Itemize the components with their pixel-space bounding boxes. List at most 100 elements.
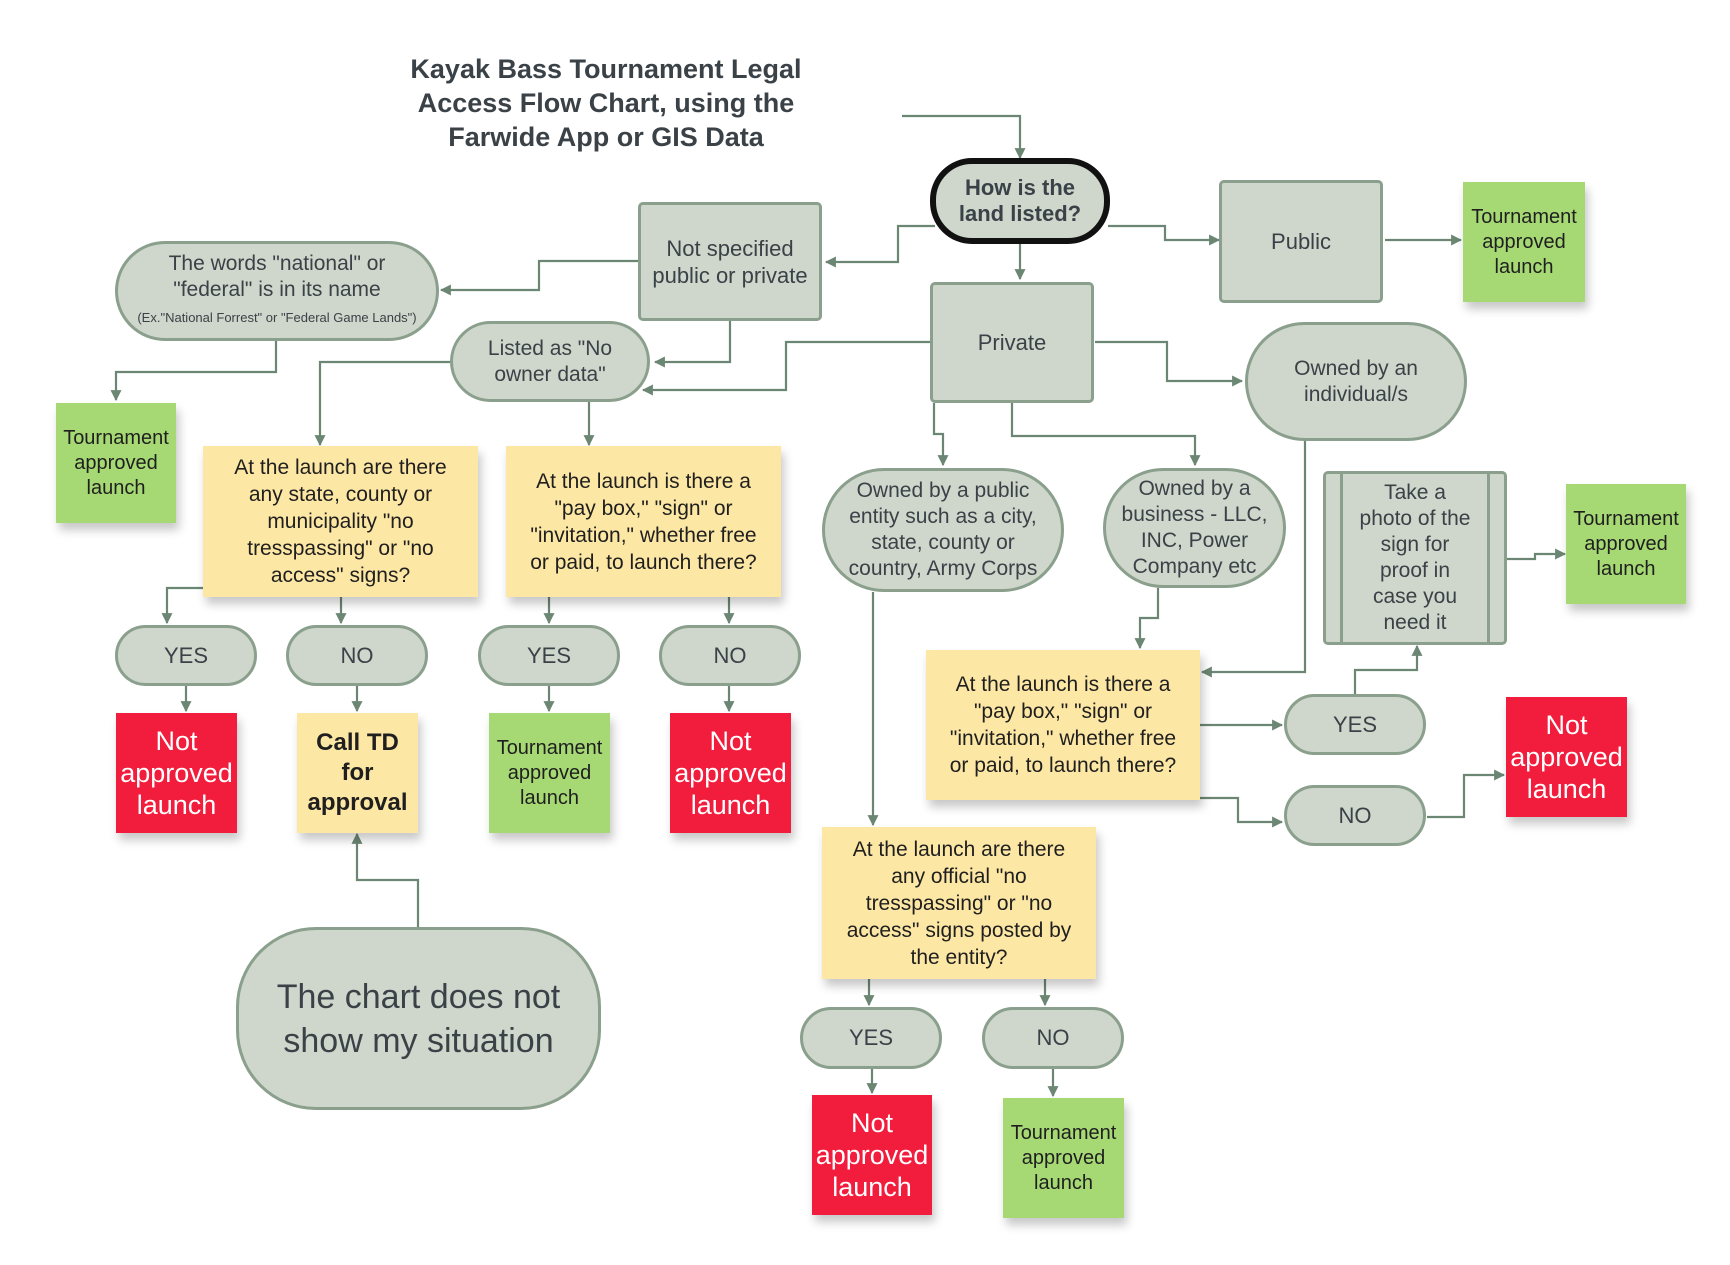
national-federal-node[interactable]: The words "national" or"federal" is in i… bbox=[115, 241, 439, 341]
node-line: land listed? bbox=[958, 201, 1082, 226]
edge-photo-approved bbox=[1506, 548, 1567, 561]
node-line: case you bbox=[1372, 585, 1458, 608]
node-line: or paid, to launch there? bbox=[949, 754, 1177, 777]
node-line: any official "no bbox=[891, 864, 1027, 888]
no-answer-paybox-left[interactable]: NO bbox=[659, 625, 801, 686]
yes-answer-signs[interactable]: YES bbox=[115, 625, 257, 686]
node-line: any state, county or bbox=[248, 483, 433, 506]
node-line: The words "national" or bbox=[168, 252, 386, 275]
answer-label: NO bbox=[1036, 1025, 1070, 1050]
node-line: Not bbox=[709, 726, 752, 756]
node-line: Owned by a bbox=[1138, 477, 1251, 500]
node-line: approved bbox=[1021, 1146, 1106, 1169]
node-line: Not bbox=[850, 1108, 894, 1138]
node-line: launch bbox=[1034, 1171, 1093, 1194]
edge-start-notspecified bbox=[824, 224, 935, 268]
answer-label: NO bbox=[340, 642, 374, 668]
node-line: Private bbox=[977, 330, 1047, 355]
node-line: Not bbox=[1545, 710, 1588, 740]
node-line: Tournament bbox=[496, 736, 603, 759]
edge-start-public bbox=[1108, 224, 1221, 246]
node-line: "pay box," "sign" or bbox=[973, 700, 1153, 723]
node-line: photo of the bbox=[1359, 507, 1471, 530]
node-line: approved bbox=[815, 1140, 929, 1170]
node-line: individual/s bbox=[1304, 382, 1408, 406]
no-answer-signs[interactable]: NO bbox=[286, 625, 428, 686]
edge-private-individual bbox=[1095, 340, 1244, 387]
node-line: launch bbox=[832, 1172, 912, 1202]
node-line: owner data" bbox=[494, 362, 606, 386]
node-line: How is the bbox=[964, 175, 1075, 200]
node-line: launch bbox=[1526, 774, 1607, 804]
connectors bbox=[110, 114, 1567, 1098]
node-line: Call TD bbox=[316, 729, 399, 756]
yes-answer-paybox-right[interactable]: YES bbox=[1284, 694, 1426, 755]
node-line: launch bbox=[690, 790, 771, 820]
node-line: entity such as a city, bbox=[849, 505, 1037, 528]
node-line: Owned by an bbox=[1294, 356, 1418, 380]
title-line: Access Flow Chart, using the bbox=[417, 88, 795, 118]
node-line: launch bbox=[1494, 255, 1554, 278]
node-line: Public bbox=[1271, 229, 1331, 254]
edge-individual-qpaybox bbox=[1200, 440, 1307, 678]
node-line: Not bbox=[155, 726, 198, 756]
edge-business-qpaybox bbox=[1134, 588, 1160, 650]
edge-no3-notapproved bbox=[1427, 769, 1506, 819]
node-line: Company etc bbox=[1132, 555, 1257, 578]
node-line: country, Army Corps bbox=[848, 557, 1038, 580]
node-line: need it bbox=[1383, 611, 1447, 634]
answer-label: YES bbox=[163, 642, 209, 668]
node-line: approved bbox=[1584, 532, 1668, 555]
node-line: proof in bbox=[1379, 559, 1451, 582]
answer-label: NO bbox=[713, 642, 747, 668]
node-line: At the launch are there bbox=[234, 456, 447, 479]
question-paybox-left-node: At the launch is there a"pay box," "sign… bbox=[506, 446, 781, 597]
node-line: approved bbox=[74, 451, 158, 474]
node-line: approved bbox=[1510, 742, 1623, 772]
edge-unknown-calltd bbox=[351, 832, 420, 927]
answer-label: NO bbox=[1338, 802, 1372, 828]
node-line: At the launch is there a bbox=[955, 673, 1171, 696]
no-answer-official[interactable]: NO bbox=[982, 1007, 1124, 1069]
node-line: "invitation," whether free bbox=[949, 727, 1177, 750]
no-answer-paybox-right[interactable]: NO bbox=[1284, 785, 1426, 846]
node-example: (Ex."National Forrest" or "Federal Game … bbox=[137, 310, 417, 325]
node-line: approved bbox=[507, 761, 592, 784]
yes-answer-official[interactable]: YES bbox=[800, 1007, 942, 1069]
edge-title-start bbox=[902, 114, 1026, 160]
node-line: state, county or bbox=[871, 531, 1015, 554]
edge-notspecified-noowner bbox=[653, 321, 732, 368]
node-line: Take a bbox=[1384, 481, 1446, 504]
node-line: tresspassing" or "no bbox=[247, 537, 434, 560]
answer-label: YES bbox=[526, 642, 572, 668]
node-line: public or private bbox=[652, 262, 808, 288]
edge-yes3-photo bbox=[1353, 644, 1423, 694]
public-node[interactable]: Public bbox=[1219, 180, 1383, 303]
yes-answer-paybox-left[interactable]: YES bbox=[478, 625, 620, 686]
edge-qpaybox-no3 bbox=[1200, 796, 1284, 828]
node-line: At the launch are there bbox=[852, 837, 1066, 861]
node-line: or paid, to launch there? bbox=[530, 550, 757, 574]
question-paybox-right-node: At the launch is there a "pay box," "sign… bbox=[926, 650, 1200, 800]
private-node[interactable]: Private bbox=[930, 282, 1094, 403]
node-line: Tournament bbox=[1471, 205, 1577, 228]
edge-private-business bbox=[1010, 403, 1201, 467]
node-line: tresspassing" or "no bbox=[865, 891, 1053, 915]
node-line: approved bbox=[674, 758, 787, 788]
question-official-signs-node: At the launch are there any official "no t… bbox=[822, 827, 1096, 979]
edge-notspecified-national bbox=[439, 259, 638, 296]
